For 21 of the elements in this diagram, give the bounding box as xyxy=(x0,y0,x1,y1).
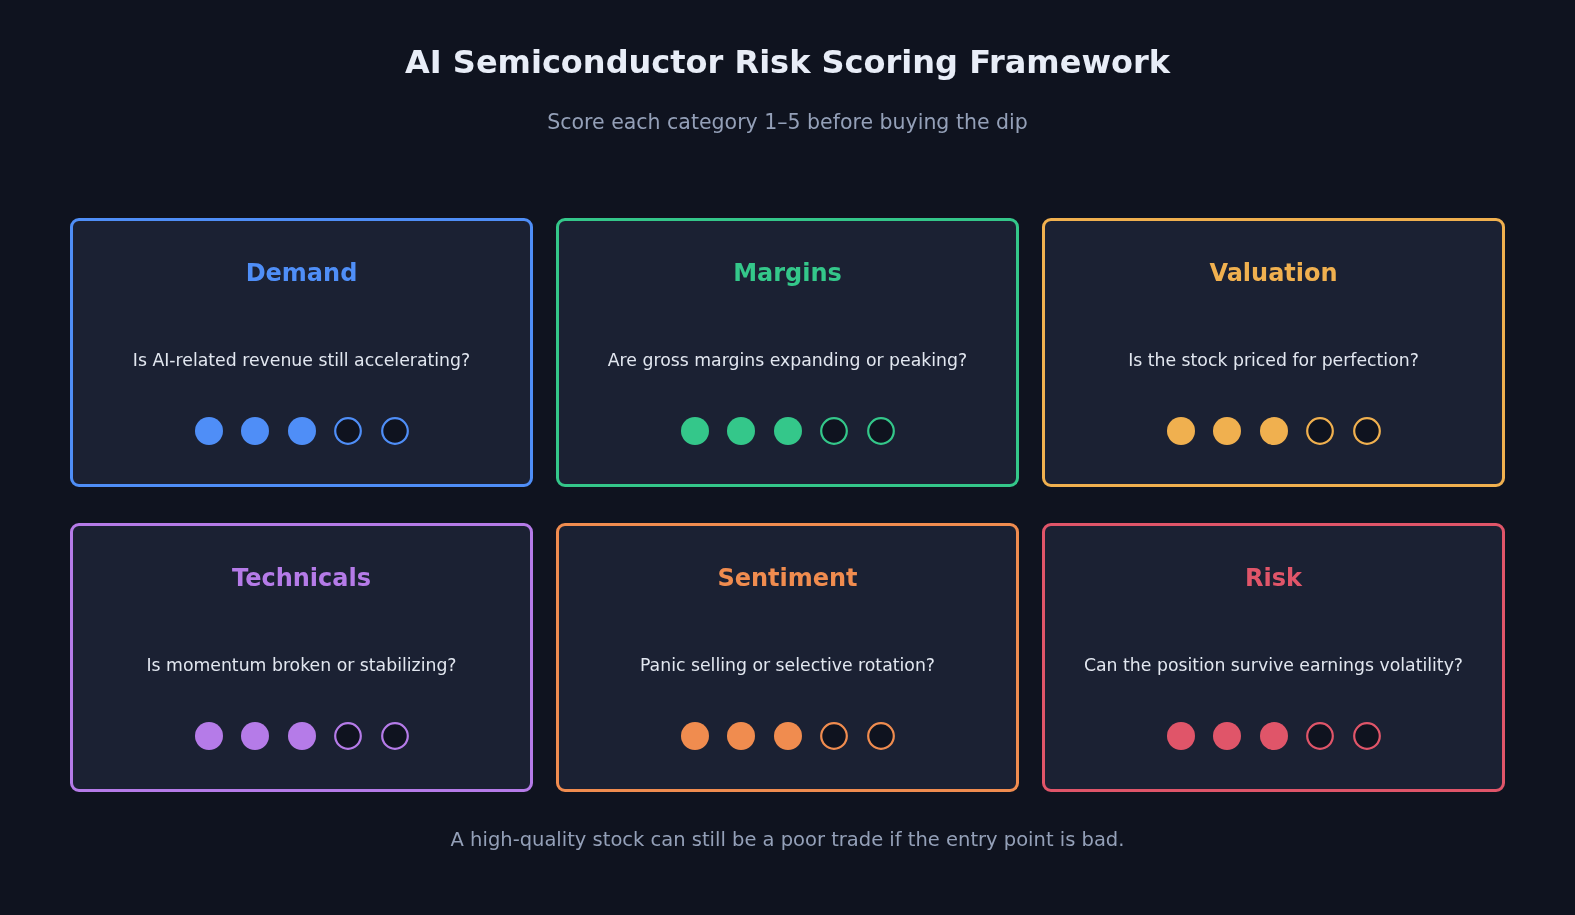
category-card xyxy=(556,523,1019,792)
category-heading: Risk xyxy=(1245,564,1302,592)
question-text: Are gross margins expanding or peaking? xyxy=(607,350,968,370)
category-card xyxy=(70,218,533,487)
question-text: Panic selling or selective rotation? xyxy=(639,655,935,675)
category-card xyxy=(1042,523,1505,792)
question-text: Is momentum broken or stabilizing? xyxy=(146,655,457,675)
question-text: Is AI-related revenue still accelerating? xyxy=(132,350,471,370)
category-heading: Valuation xyxy=(1209,259,1338,287)
category-heading: Technicals xyxy=(232,564,371,592)
category-card xyxy=(556,218,1019,487)
question-text: Is the stock priced for perfection? xyxy=(1128,350,1419,370)
caption-text: A high-quality stock can still be a poor trade if the entry point is bad. xyxy=(450,828,1125,851)
question-text: Can the position survive earnings volatility? xyxy=(1083,655,1464,675)
category-heading: Margins xyxy=(733,259,842,287)
category-card xyxy=(1042,218,1505,487)
diagram-title: AI Semiconductor Risk Scoring Framework xyxy=(405,43,1170,81)
category-heading: Demand xyxy=(245,259,358,287)
category-heading: Sentiment xyxy=(717,564,858,592)
subtitle-text: Score each category 1–5 before buying the dip xyxy=(547,110,1028,134)
category-card xyxy=(70,523,533,792)
